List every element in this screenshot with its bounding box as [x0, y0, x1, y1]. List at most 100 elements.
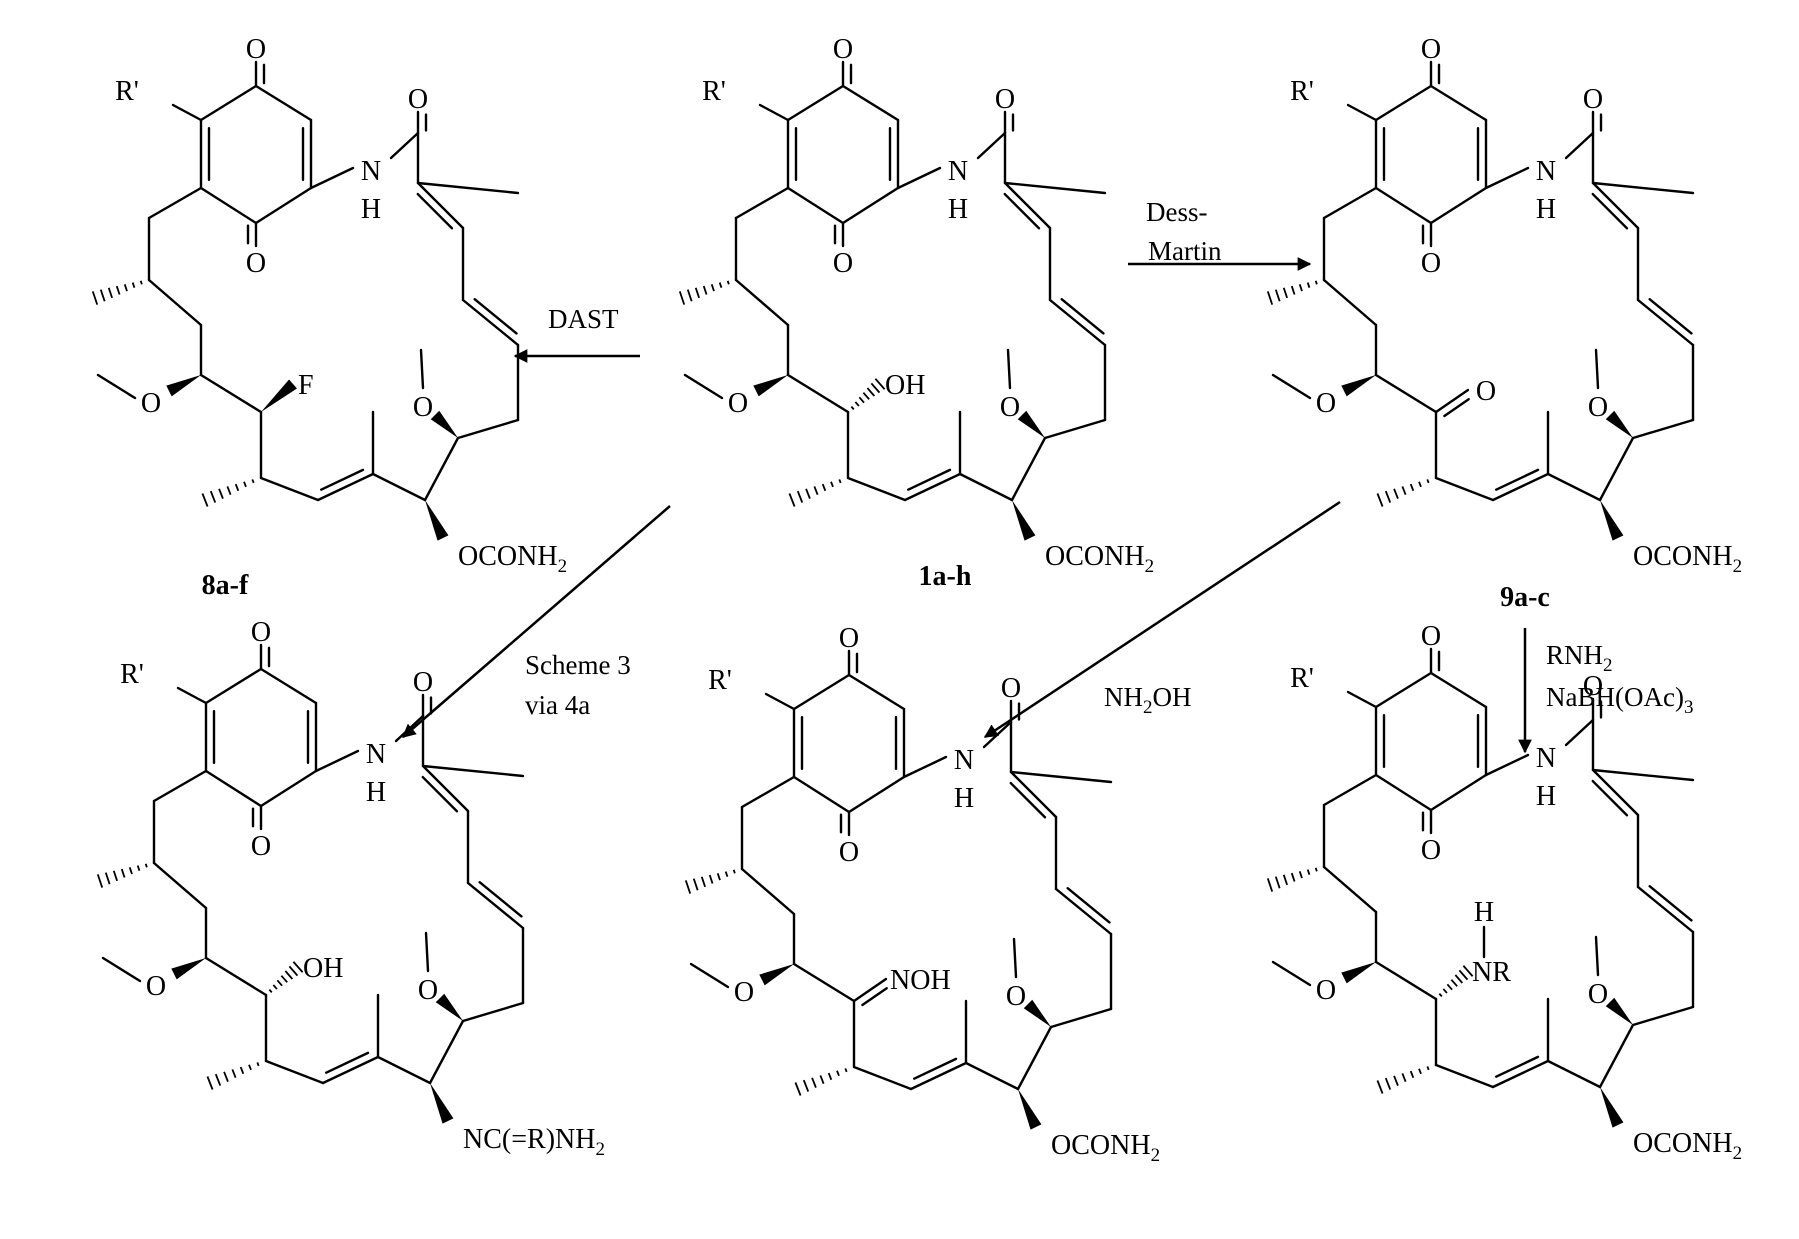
ring-bond: [849, 675, 904, 709]
chain-bond: [154, 771, 206, 801]
methoxy-methyl: [685, 375, 722, 398]
methyl-hash-dash: [227, 486, 230, 494]
amide-nitrogen: N: [1536, 743, 1556, 774]
methyl-hash-dash: [249, 1065, 251, 1070]
diene-double-bond-second-line: [1062, 299, 1104, 333]
ring-bond: [1376, 188, 1431, 223]
hydroxyl-hash-dash: [867, 388, 874, 396]
chain-bond: [788, 375, 848, 412]
methyl-hash-dash: [1300, 284, 1302, 291]
c7-group-subscript: 2: [558, 556, 568, 577]
c7-group-subscript: 2: [595, 1139, 605, 1160]
amide-hydrogen: H: [954, 783, 974, 814]
c11-group-label: F: [298, 370, 314, 401]
ring-bond: [794, 777, 849, 812]
chain-bond: [154, 863, 206, 908]
methyl-hash-dash: [138, 866, 140, 871]
chain-bond: [966, 1063, 1018, 1089]
reagent-rnh2-main: RNH: [1546, 640, 1603, 670]
methyl-hash-dash: [219, 489, 223, 499]
methyl-hash-dash: [680, 291, 684, 304]
methoxy-oxygen: O: [734, 977, 754, 1008]
methyl-hash: [98, 864, 147, 888]
r-prime-bond: [1348, 105, 1376, 120]
c11-group-label: NR: [1472, 957, 1511, 988]
c7-group-main: OCONH: [1633, 541, 1733, 572]
methyl-hash-dash: [1427, 1066, 1428, 1069]
methyl-hash-dash: [845, 1068, 846, 1071]
hydroxyl-hash-dash: [269, 990, 271, 993]
methoxy-wedge-2: [436, 994, 463, 1021]
methyl-hash-dash: [1292, 873, 1295, 881]
methyl-hash-dash: [241, 1067, 244, 1074]
chain-bond: [266, 1061, 323, 1083]
carbamate-wedge: [430, 1083, 453, 1124]
chain-bond: [1045, 420, 1105, 438]
ring-bond: [206, 771, 261, 806]
hydroxyl-hash-dash: [863, 393, 869, 400]
ring-bond: [1376, 673, 1431, 707]
methyl-hash-dash: [795, 1082, 800, 1095]
diene-double-bond: [1638, 887, 1693, 932]
compound-label-9a-c: 9a-c: [1500, 582, 1550, 613]
methoxy-oxygen: O: [1316, 975, 1336, 1006]
methoxy-wedge-2: [1606, 998, 1633, 1025]
methyl-hash-dash: [837, 1071, 839, 1076]
diene-double-bond: [1011, 772, 1056, 817]
vinyl-methyl-2: [1593, 770, 1693, 780]
ring-bond: [201, 188, 256, 223]
hydroxyl-hash-dash: [293, 962, 302, 973]
amide-bond: [391, 133, 418, 158]
methyl-hash-dash: [1427, 479, 1428, 482]
diene-double-bond-second-line: [475, 299, 517, 333]
chain-bond: [1376, 962, 1436, 999]
chain-bond: [1633, 1007, 1693, 1025]
methoxy-wedge: [753, 375, 788, 396]
carbamate-wedge: [1018, 1089, 1041, 1130]
fluoro-wedge: [261, 379, 297, 412]
amide-hydrogen: H: [1536, 781, 1556, 812]
methyl-hash: [1377, 479, 1428, 506]
ring-bond: [1431, 188, 1486, 223]
alkene-double-bond-second-line: [908, 470, 950, 490]
chain-bond: [206, 958, 266, 995]
methyl-hash-dash: [789, 493, 794, 506]
alkene-double-bond-second-line: [914, 1059, 956, 1079]
c7-group-label: OCONH2: [1045, 541, 1154, 577]
molecule-1a-h: OOR'OOHOCONH2OONH: [680, 34, 1154, 577]
diene-double-bond-second-line: [1650, 299, 1692, 333]
methyl-hash-dash: [718, 873, 720, 880]
methoxy-oxygen-2: O: [413, 392, 433, 423]
methyl-hash-dash: [1316, 281, 1317, 285]
c7-group-main: OCONH: [1633, 1128, 1733, 1159]
chain-bond: [848, 478, 905, 500]
methyl-hash-dash: [812, 1078, 816, 1088]
methyl-hash-dash: [712, 284, 714, 291]
methyl-hash-dash: [1268, 878, 1272, 891]
vinyl-methyl-2: [418, 183, 518, 193]
amide-hydrogen: H: [1536, 194, 1556, 225]
quinone-oxygen-bottom: O: [839, 837, 859, 868]
c11-group-label: OH: [303, 953, 343, 984]
amide-nitrogen: N: [954, 745, 974, 776]
c11-group-label: NOH: [890, 965, 951, 996]
methyl-hash-dash: [1308, 870, 1310, 875]
hydroxyl-hash-dash: [281, 976, 287, 983]
chain-bond: [1012, 438, 1045, 500]
methyl-hash-dash: [1268, 291, 1272, 304]
chain-bond: [463, 1003, 523, 1021]
hydroxyl-hash-dash: [859, 397, 864, 402]
r-prime-bond: [766, 694, 794, 709]
methoxy-methyl-2: [1014, 939, 1016, 977]
diene-double-bond: [423, 766, 468, 811]
methoxy-methyl: [103, 958, 140, 981]
ring-bond: [1431, 673, 1486, 707]
carbamate-wedge: [1012, 500, 1035, 541]
methyl-hash-dash: [244, 482, 246, 487]
chain-bond: [149, 188, 201, 218]
quinone-oxygen-bottom: O: [1421, 248, 1441, 279]
methyl-hash-dash: [1386, 491, 1390, 502]
amide-nitrogen: N: [366, 739, 386, 770]
amine-hash: [1439, 966, 1472, 997]
amide-hydrogen: H: [366, 777, 386, 808]
